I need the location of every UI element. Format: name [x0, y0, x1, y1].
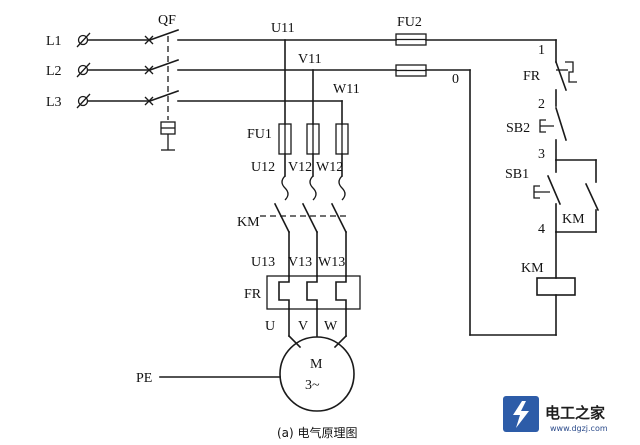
contact-hook-w-icon	[338, 175, 346, 201]
heater-v-icon	[306, 275, 318, 310]
ctrl-node-1: 1	[538, 43, 545, 58]
bus-lines: U11 V11 W11	[177, 21, 397, 102]
node-u13: U13	[251, 255, 275, 270]
heater-u-icon	[278, 275, 290, 310]
thermal-relay-fr: FR	[244, 275, 361, 310]
control-circuit: 1 FR 2 SB2 3 SB1 KM 4 KM	[505, 39, 600, 336]
km-aux-contact-icon	[584, 182, 600, 212]
node-u11: U11	[271, 21, 295, 36]
motor-section: U V W M 3~ PE	[136, 308, 355, 412]
node-w11: W11	[333, 82, 360, 97]
contactor-label: KM	[237, 215, 260, 230]
ctrl-node-2: 2	[538, 97, 545, 112]
phase-label-l3: L3	[46, 95, 62, 110]
ctrl-km-coil-label: KM	[521, 261, 544, 276]
main-fuses-fu1: FU1 U12 V12 W12	[247, 39, 349, 177]
breaker-label: QF	[158, 13, 176, 28]
motor-name: M	[310, 357, 323, 372]
contactor-km-main: KM U13 V13 W13	[237, 175, 350, 277]
breaker-qf: QF	[144, 13, 180, 151]
fr-nc-contact-icon	[554, 60, 568, 92]
motor-term-w: W	[324, 319, 338, 334]
motor-type: 3~	[305, 378, 320, 393]
sb2-button-icon	[539, 119, 554, 133]
ctrl-sb1-label: SB1	[505, 167, 529, 182]
fuse-main-label: FU1	[247, 127, 272, 142]
phase-label-l2: L2	[46, 64, 62, 79]
diagram-caption: (a) 电气原理图	[277, 425, 358, 440]
relay-enclosure	[266, 275, 361, 310]
motor-term-u: U	[265, 319, 275, 334]
node-w13: W13	[318, 255, 345, 270]
node-w12: W12	[316, 160, 343, 175]
phase-label-l1: L1	[46, 34, 62, 49]
heater-w-icon	[335, 275, 347, 310]
node-v11: V11	[298, 52, 322, 67]
phase-inputs: L1 L2 L3	[46, 32, 148, 110]
watermark-url: www.dgzj.com	[550, 424, 608, 433]
ctrl-fr-label: FR	[523, 69, 541, 84]
watermark-logo: 电工之家 www.dgzj.com	[503, 396, 608, 433]
pe-label: PE	[136, 371, 152, 386]
sb1-button-icon	[533, 185, 550, 199]
relay-label: FR	[244, 287, 262, 302]
node-v13: V13	[288, 255, 312, 270]
fuse-ctrl-label: FU2	[397, 15, 422, 30]
ctrl-node-4: 4	[538, 222, 545, 237]
control-fuse-fu2: FU2 0	[395, 15, 557, 336]
sb1-no-contact-icon	[546, 174, 562, 206]
motor-icon	[279, 336, 355, 412]
ctrl-km-aux-label: KM	[562, 212, 585, 227]
motor-term-v: V	[298, 319, 308, 334]
contact-hook-v-icon	[309, 175, 317, 201]
breaker-contact-marks	[144, 35, 154, 106]
fr-thermal-actuator-icon	[565, 61, 577, 83]
sb2-nc-contact-icon	[554, 106, 568, 142]
watermark-brand: 电工之家	[545, 404, 605, 422]
contact-hook-u-icon	[281, 175, 289, 201]
ctrl-sb2-label: SB2	[506, 121, 530, 136]
node-u12: U12	[251, 160, 275, 175]
node-v12: V12	[288, 160, 312, 175]
km-coil-icon	[536, 277, 576, 296]
ctrl-node-3: 3	[538, 147, 545, 162]
ctrl-node-0: 0	[452, 72, 459, 87]
